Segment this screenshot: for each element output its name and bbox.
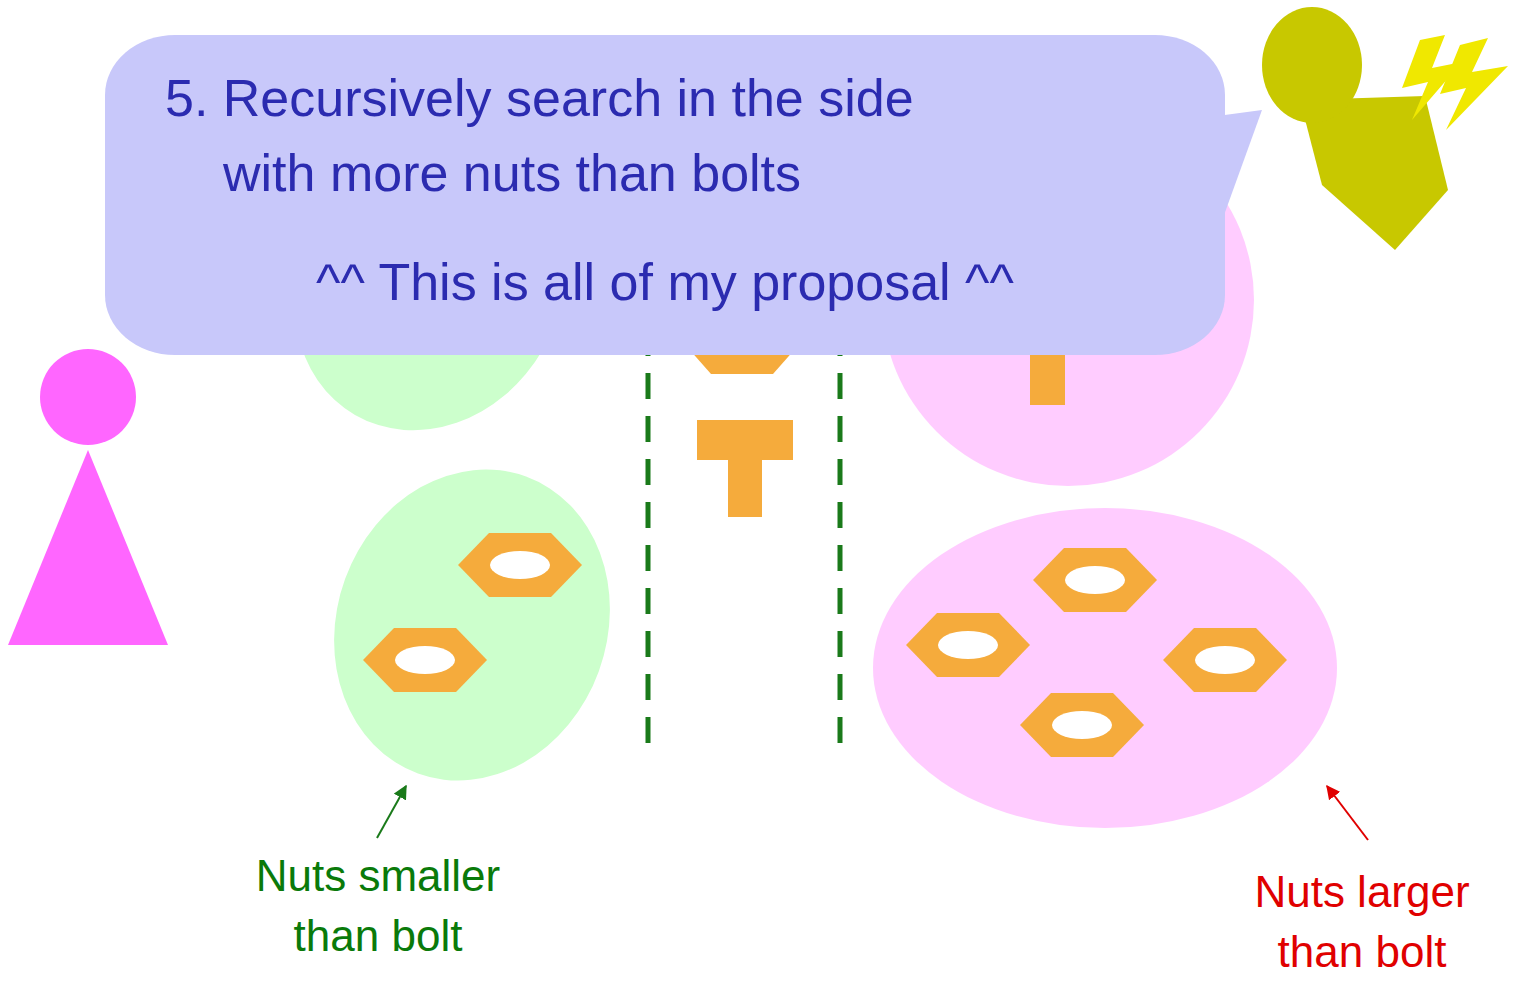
divider-line bbox=[838, 330, 843, 757]
nut bbox=[906, 613, 1030, 677]
leader-arrow bbox=[1327, 786, 1368, 840]
group-label: Nuts larger than bolt bbox=[1227, 862, 1497, 982]
larger-group bbox=[873, 508, 1337, 828]
bolt bbox=[697, 420, 793, 517]
nut bbox=[1033, 548, 1157, 612]
nut bbox=[363, 628, 487, 692]
person-figure bbox=[8, 349, 168, 645]
smaller-group bbox=[291, 430, 653, 819]
nut bbox=[1020, 693, 1144, 757]
nut bbox=[1163, 628, 1287, 692]
nut bbox=[458, 533, 582, 597]
leader-arrow bbox=[377, 786, 406, 838]
remark-text: ^^ This is all of my proposal ^^ bbox=[145, 245, 1185, 320]
step-text: 5. Recursively search in the side with m… bbox=[165, 61, 963, 211]
angry-figure bbox=[1262, 7, 1508, 250]
divider-line bbox=[646, 330, 651, 757]
speech-bubble: 5. Recursively search in the side with m… bbox=[105, 35, 1225, 355]
group-label: Nuts smaller than bolt bbox=[228, 846, 528, 966]
